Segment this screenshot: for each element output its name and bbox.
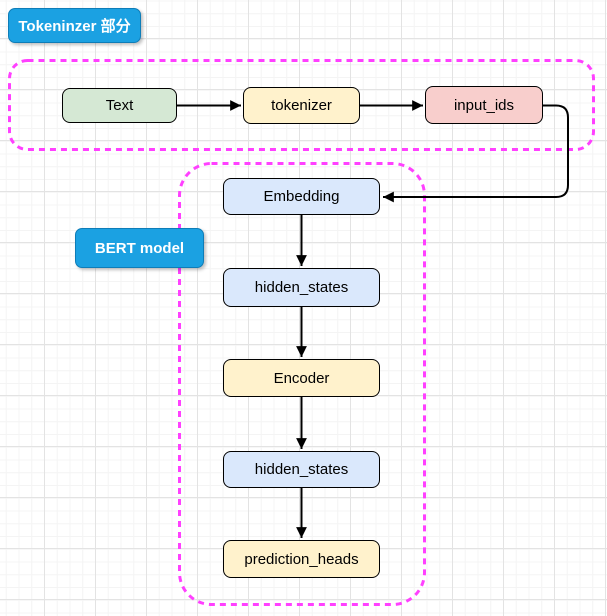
node-encoder[interactable]: Encoder (223, 359, 380, 397)
bert-section-container[interactable] (178, 162, 426, 606)
tokenizer-section-container[interactable] (8, 59, 595, 151)
bert-model-label[interactable]: BERT model (75, 228, 204, 268)
tokenizer-section-label[interactable]: Tokeninzer 部分 (8, 8, 141, 43)
node-text[interactable]: Text (62, 88, 177, 123)
node-input-ids[interactable]: input_ids (425, 86, 543, 124)
node-embedding[interactable]: Embedding (223, 178, 380, 215)
node-prediction-heads[interactable]: prediction_heads (223, 540, 380, 578)
node-hidden-states-1[interactable]: hidden_states (223, 268, 380, 307)
edge-inputids-to-embedding[interactable] (383, 104, 569, 203)
node-tokenizer[interactable]: tokenizer (243, 87, 360, 124)
node-hidden-states-2[interactable]: hidden_states (223, 451, 380, 488)
